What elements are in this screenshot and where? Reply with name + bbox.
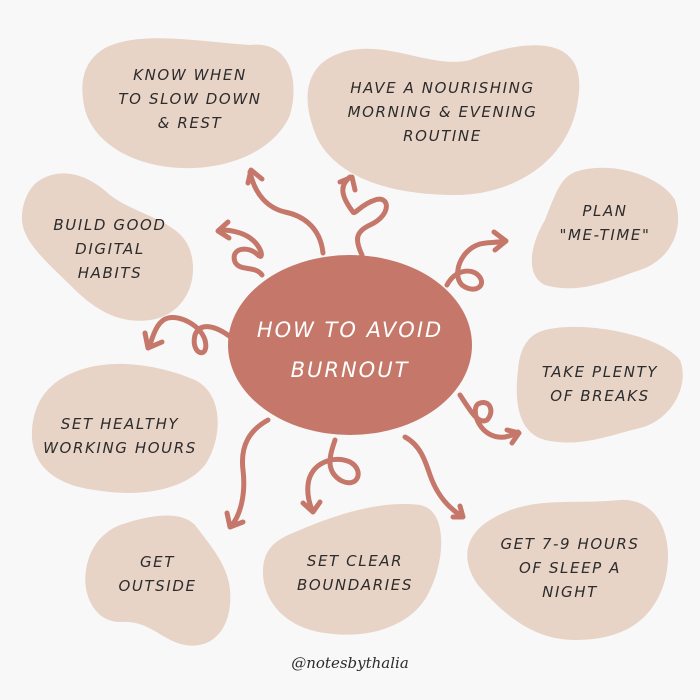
tip-working-hours: SET HEALTHY WORKING HOURS bbox=[43, 415, 197, 457]
blob-sleep bbox=[467, 499, 668, 640]
blob-routine bbox=[307, 45, 580, 195]
tip-breaks: TAKE PLENTY OF BREAKS bbox=[541, 363, 659, 405]
tip-rest: KNOW WHEN TO SLOW DOWN & REST bbox=[118, 66, 262, 132]
blob-breaks bbox=[516, 326, 683, 443]
blob-outside bbox=[85, 515, 231, 646]
blob-working-hours bbox=[31, 363, 218, 493]
center-blob bbox=[228, 255, 472, 435]
author-credit: @notesbythalia bbox=[291, 654, 409, 672]
blob-digital bbox=[21, 173, 194, 321]
tip-digital: BUILD GOOD DIGITAL HABITS bbox=[53, 216, 167, 282]
blob-boundaries bbox=[262, 504, 442, 635]
tip-routine: HAVE A NOURISHING MORNING & EVENING ROUT… bbox=[347, 79, 538, 145]
tip-outside: GET OUTSIDE bbox=[118, 553, 197, 595]
page-title: HOW TO AVOID BURNOUT bbox=[256, 318, 444, 382]
blob-rest bbox=[82, 38, 294, 169]
tip-me-time: PLAN "ME-TIME" bbox=[559, 202, 651, 244]
blob-me-time bbox=[531, 167, 679, 289]
tip-sleep: GET 7-9 HOURS OF SLEEP A NIGHT bbox=[500, 535, 640, 601]
squiggle-arrows bbox=[142, 167, 522, 530]
tip-boundaries: SET CLEAR BOUNDARIES bbox=[297, 552, 413, 594]
